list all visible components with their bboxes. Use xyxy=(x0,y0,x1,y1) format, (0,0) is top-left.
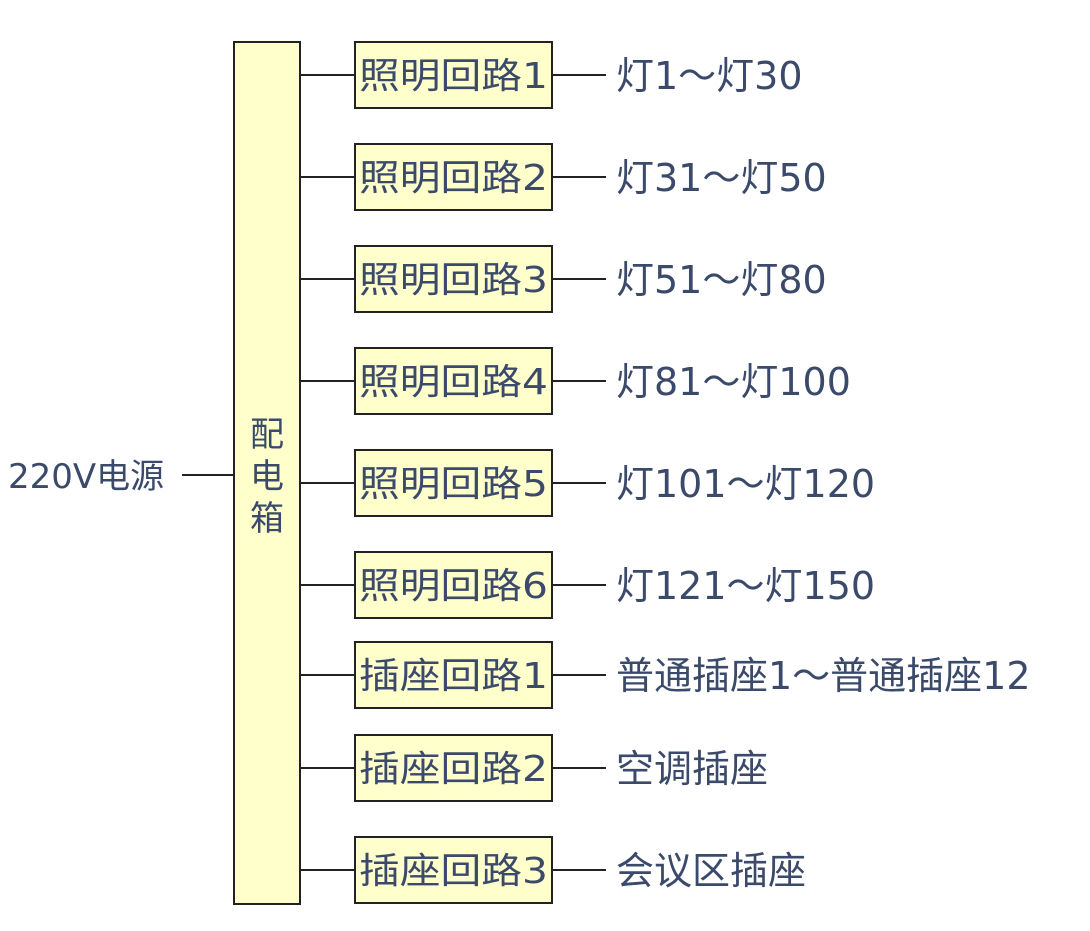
circuit-label: 照明回路4 xyxy=(359,362,548,403)
distribution-box-label-char: 电 xyxy=(250,457,284,497)
circuit-box xyxy=(354,551,553,619)
distribution-box-label: 配电箱 xyxy=(250,415,284,539)
circuit-label: 照明回路1 xyxy=(359,56,548,97)
circuit-box xyxy=(354,143,553,211)
circuit-box xyxy=(354,836,553,904)
circuit-label: 插座回路2 xyxy=(359,749,548,790)
circuits-group: 照明回路1 灯1～灯30 照明回路2 灯31～灯50 照明回路3 灯51～灯80 照明回路4… xyxy=(300,41,1031,904)
distribution-box xyxy=(233,41,301,905)
circuit-label: 照明回路5 xyxy=(359,464,548,505)
load-label: 灯121～灯150 xyxy=(616,564,875,608)
circuit-label: 照明回路6 xyxy=(359,566,548,607)
circuit-label: 插座回路1 xyxy=(359,656,548,697)
distribution-box-label-char: 箱 xyxy=(250,499,284,539)
load-label: 灯101～灯120 xyxy=(616,462,875,506)
circuit-box xyxy=(354,449,553,517)
circuit-box xyxy=(354,41,553,109)
load-label: 灯31～灯50 xyxy=(616,156,827,200)
circuit-label: 照明回路3 xyxy=(359,260,548,301)
distribution-box-label-char: 配 xyxy=(250,415,284,455)
load-label: 灯51～灯80 xyxy=(616,258,827,302)
load-label: 普通插座1～普通插座12 xyxy=(616,654,1031,698)
load-label: 空调插座 xyxy=(616,747,768,791)
load-label: 会议区插座 xyxy=(616,849,806,893)
circuit-label: 照明回路2 xyxy=(359,158,548,199)
circuit-box xyxy=(354,641,553,709)
load-label: 灯81～灯100 xyxy=(616,360,851,404)
circuit-label: 插座回路3 xyxy=(359,851,548,892)
circuit-box xyxy=(354,245,553,313)
load-label: 灯1～灯30 xyxy=(616,54,803,98)
circuit-box xyxy=(354,734,553,802)
source-label: 220V电源 xyxy=(8,457,164,497)
